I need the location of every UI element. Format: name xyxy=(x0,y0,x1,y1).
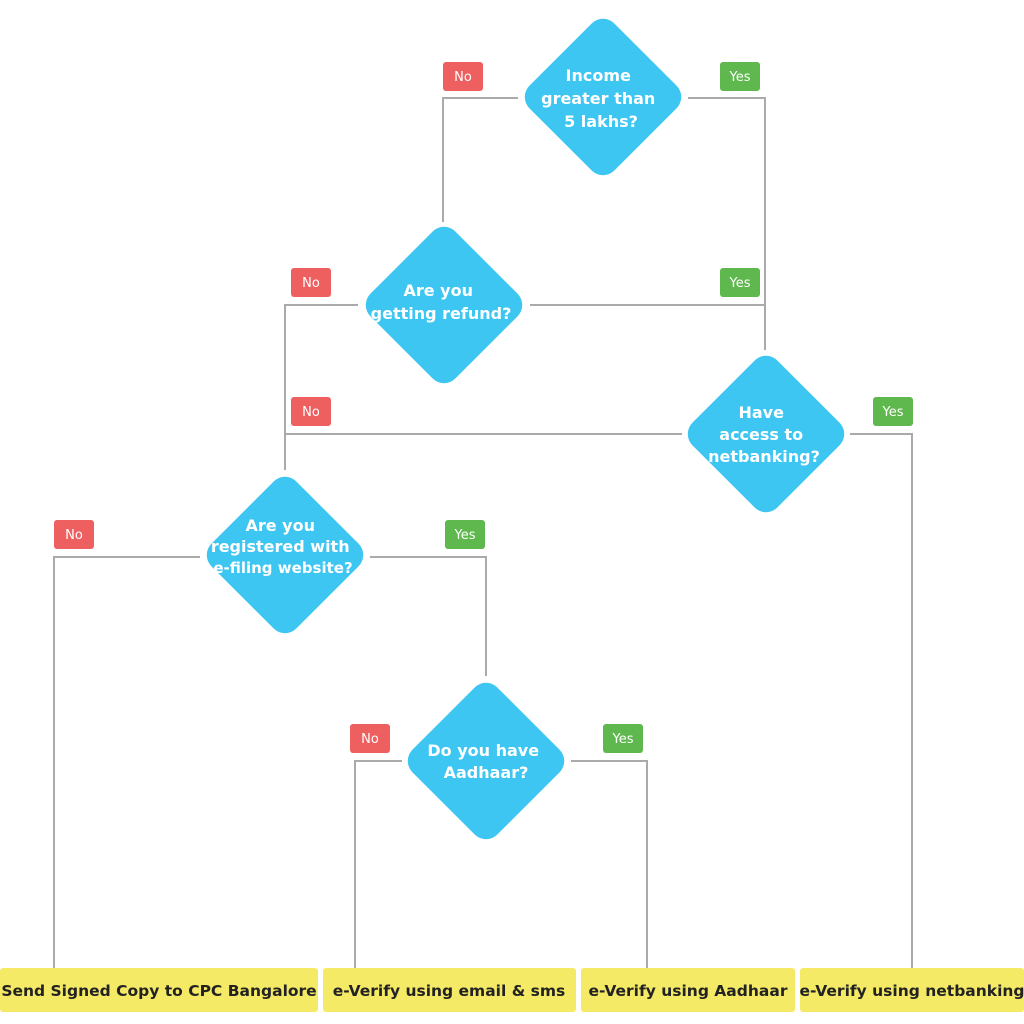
decision-income-line-3: 5 lakhs? xyxy=(564,112,638,131)
netbanking-yes-label: Yes xyxy=(882,405,904,420)
netbanking-no-badge-bg xyxy=(291,397,331,426)
outcome-aadhaar-box xyxy=(581,968,795,1012)
refund-no-connector xyxy=(284,304,358,470)
decision-aadhaar: Do you have Aadhaar? xyxy=(407,682,565,840)
branch-labels: No Yes No Yes No Yes No Yes xyxy=(54,62,913,753)
registered-no-label: No xyxy=(65,528,83,543)
decision-netbanking-line-1: Have xyxy=(738,403,784,422)
decision-netbanking-line-3: netbanking? xyxy=(708,447,820,466)
outcome-aadhaar: e-Verify using Aadhaar xyxy=(581,968,795,1012)
decision-registered-text: Are you registered with e-filing website… xyxy=(211,516,355,577)
decision-income-shape xyxy=(524,18,682,176)
income-no-connector xyxy=(442,97,518,222)
decision-netbanking: Have access to netbanking? xyxy=(687,355,845,513)
outcome-email-sms: e-Verify using email & sms xyxy=(323,968,576,1012)
aadhaar-yes-badge: Yes xyxy=(603,724,643,753)
refund-yes-label: Yes xyxy=(729,276,751,291)
income-no-badge-bg xyxy=(443,62,483,91)
decision-registered-line-2: registered with xyxy=(211,537,350,556)
income-yes-connector xyxy=(688,97,766,350)
refund-no-badge: No xyxy=(291,268,331,297)
outcome-cpc-box xyxy=(0,968,318,1012)
outcomes: Send Signed Copy to CPC Bangalore e-Veri… xyxy=(0,968,1024,1012)
refund-no-label: No xyxy=(302,276,320,291)
refund-yes-badge-bg xyxy=(720,268,760,297)
outcome-cpc: Send Signed Copy to CPC Bangalore xyxy=(0,968,318,1012)
decision-income-line-1: Income xyxy=(566,66,631,85)
aadhaar-yes-label: Yes xyxy=(612,732,634,747)
registered-yes-badge-bg xyxy=(445,520,485,549)
netbanking-no-label: No xyxy=(302,405,320,420)
aadhaar-no-label: No xyxy=(361,732,379,747)
outcome-aadhaar-label: e-Verify using Aadhaar xyxy=(589,982,788,1000)
decision-netbanking-line-2: access to xyxy=(719,425,803,444)
decision-refund-line-2: getting refund? xyxy=(371,304,512,323)
outcome-netbanking-box xyxy=(800,968,1024,1012)
decision-netbanking-text: Have access to netbanking? xyxy=(708,403,820,466)
refund-no-badge-bg xyxy=(291,268,331,297)
decision-aadhaar-line-1: Do you have xyxy=(427,741,539,760)
registered-yes-connector xyxy=(370,556,487,676)
connectors xyxy=(53,97,913,970)
netbanking-yes-connector xyxy=(850,433,913,970)
aadhaar-yes-connector xyxy=(571,760,648,970)
registered-no-badge: No xyxy=(54,520,94,549)
income-yes-badge: Yes xyxy=(720,62,760,91)
registered-yes-badge: Yes xyxy=(445,520,485,549)
aadhaar-no-badge: No xyxy=(350,724,390,753)
outcome-cpc-label: Send Signed Copy to CPC Bangalore xyxy=(1,982,316,1000)
decision-refund-shape xyxy=(365,226,523,384)
aadhaar-yes-badge-bg xyxy=(603,724,643,753)
outcome-netbanking-label: e-Verify using netbanking xyxy=(799,982,1024,1000)
decision-registered-line-3: e-filing website? xyxy=(213,559,352,577)
decision-aadhaar-shape xyxy=(407,682,565,840)
decision-income-text: Income greater than 5 lakhs? xyxy=(541,66,661,131)
netbanking-yes-badge-bg xyxy=(873,397,913,426)
decision-registered-shape xyxy=(206,476,364,634)
aadhaar-no-connector xyxy=(354,760,402,970)
aadhaar-no-badge-bg xyxy=(350,724,390,753)
outcome-netbanking: e-Verify using netbanking xyxy=(799,968,1024,1012)
decision-refund-line-1: Are you xyxy=(403,281,473,300)
income-no-badge: No xyxy=(443,62,483,91)
outcome-email-sms-box xyxy=(323,968,576,1012)
decision-refund-text: Are you getting refund? xyxy=(371,281,512,323)
decision-registered-line-1: Are you xyxy=(245,516,315,535)
decision-netbanking-shape xyxy=(687,355,845,513)
registered-no-badge-bg xyxy=(54,520,94,549)
decision-registered: Are you registered with e-filing website… xyxy=(206,476,364,634)
netbanking-yes-badge: Yes xyxy=(873,397,913,426)
registered-yes-label: Yes xyxy=(454,528,476,543)
income-yes-badge-bg xyxy=(720,62,760,91)
decision-refund: Are you getting refund? xyxy=(365,226,523,384)
decision-aadhaar-text: Do you have Aadhaar? xyxy=(427,741,544,782)
decision-income-line-2: greater than xyxy=(541,89,655,108)
decision-income: Income greater than 5 lakhs? xyxy=(524,18,682,176)
outcome-email-sms-label: e-Verify using email & sms xyxy=(333,982,565,1000)
income-yes-label: Yes xyxy=(729,70,751,85)
decision-aadhaar-line-2: Aadhaar? xyxy=(444,763,529,782)
income-no-label: No xyxy=(454,70,472,85)
refund-yes-badge: Yes xyxy=(720,268,760,297)
registered-no-connector xyxy=(53,556,200,970)
netbanking-no-badge: No xyxy=(291,397,331,426)
